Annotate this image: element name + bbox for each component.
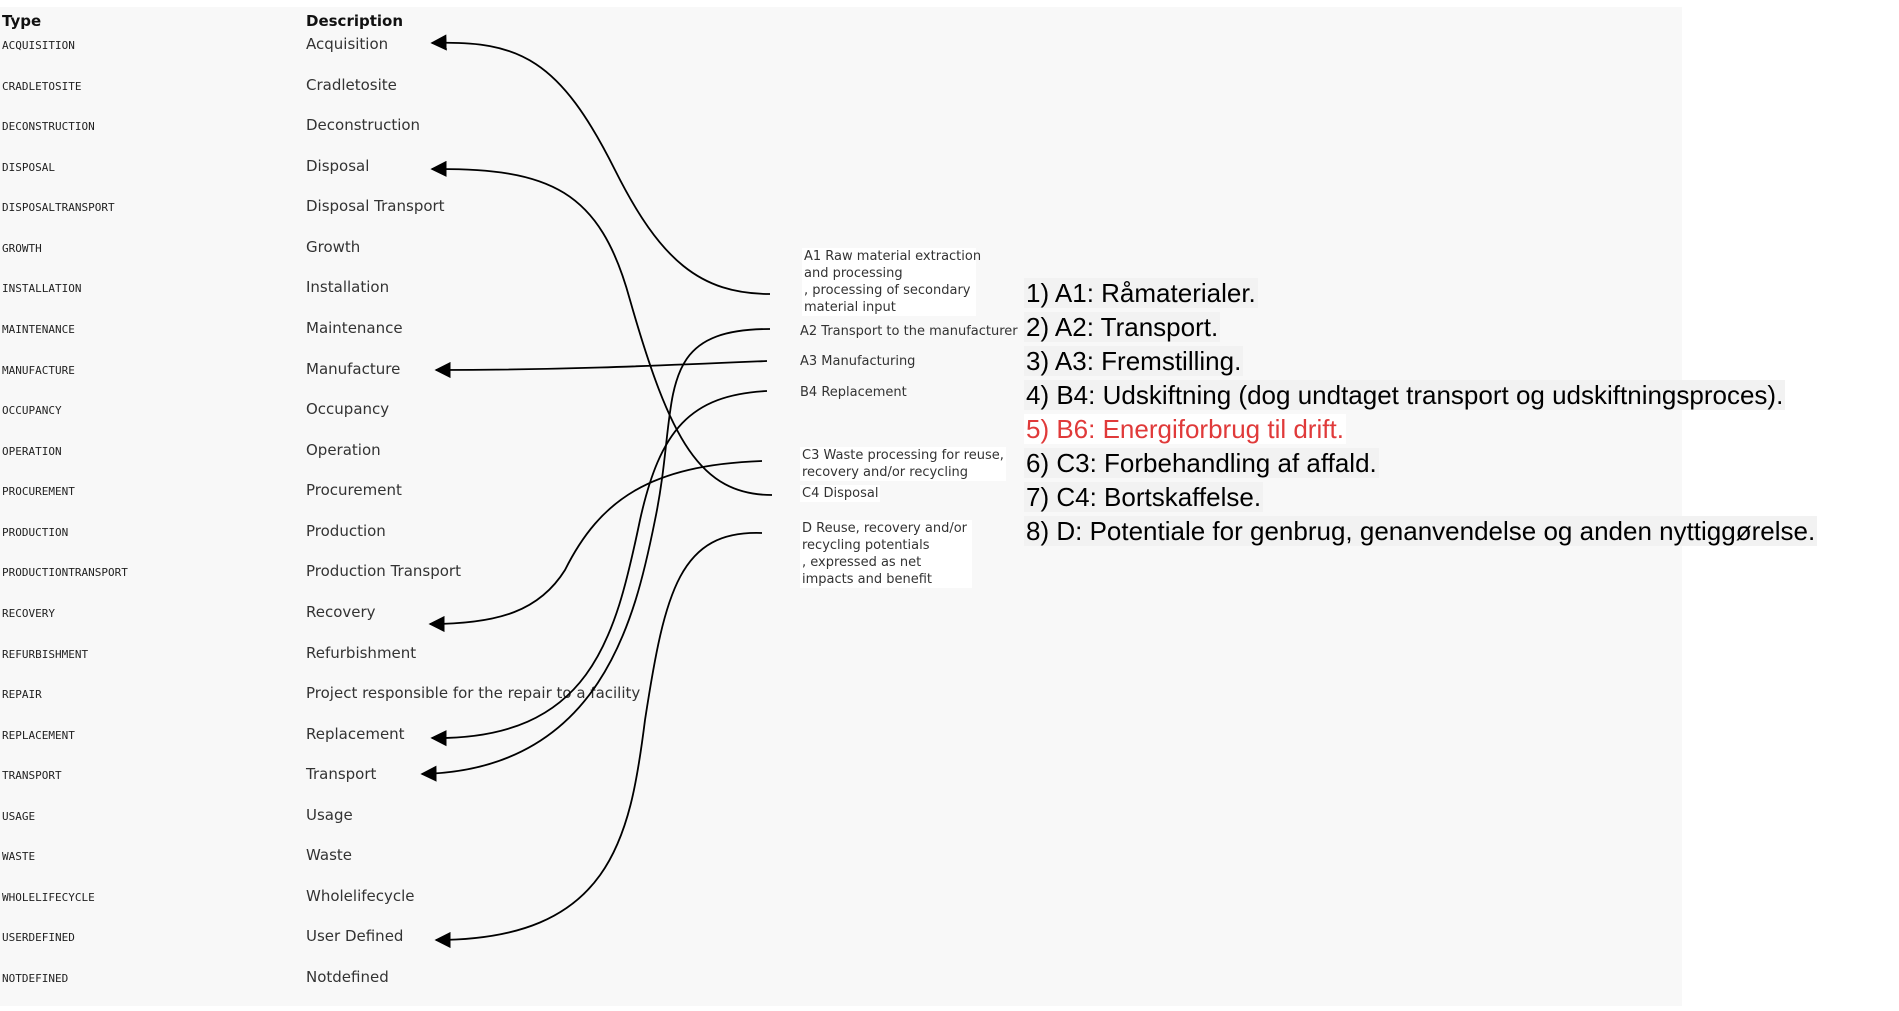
description-cell: Installation (306, 278, 390, 296)
stage-note-a3: A3 Manufacturing (800, 354, 916, 369)
description-cell: Recovery (306, 603, 376, 621)
description-cell: Refurbishment (306, 644, 417, 662)
type-cell: USERDEFINED (2, 931, 75, 944)
type-cell: PRODUCTIONTRANSPORT (2, 566, 128, 579)
arrow-c3-to-recovery (428, 460, 763, 633)
type-cell: PROCUREMENT (2, 485, 75, 498)
description-cell: Growth (306, 238, 361, 256)
type-cell: MAINTENANCE (2, 323, 75, 336)
type-cell: REFURBISHMENT (2, 648, 89, 661)
description-cell: User Defined (306, 927, 404, 945)
description-cell: Waste (306, 846, 352, 864)
list-item: 8) D: Potentiale for genbrug, genanvende… (1024, 516, 1818, 546)
description-cell: Replacement (306, 725, 405, 743)
stage-note-a1: A1 Raw material extraction and processin… (802, 248, 982, 316)
arrow-a1-to-acquisition (430, 34, 771, 295)
description-cell: Disposal Transport (306, 197, 445, 215)
type-cell: DISPOSAL (2, 161, 55, 174)
type-cell: NOTDEFINED (2, 972, 69, 985)
description-cell: Production (306, 522, 386, 540)
type-cell: DECONSTRUCTION (2, 120, 95, 133)
type-cell: MANUFACTURE (2, 364, 75, 377)
list-item: 4) B4: Udskiftning (dog undtaget transpo… (1024, 380, 1786, 410)
description-cell: Transport (306, 765, 377, 783)
arrow-a2-to-transport (420, 328, 771, 782)
description-cell: Usage (306, 806, 353, 824)
type-cell: TRANSPORT (2, 769, 62, 782)
table-panel (0, 7, 1682, 1006)
type-column-header: Type (2, 12, 42, 30)
list-item: 3) A3: Fremstilling. (1024, 346, 1244, 376)
type-cell: PRODUCTION (2, 526, 69, 539)
description-cell: Disposal (306, 157, 370, 175)
list-item-highlighted: 5) B6: Energiforbrug til drift. (1024, 414, 1346, 444)
type-cell: OCCUPANCY (2, 404, 62, 417)
arrow-c4-to-disposal (430, 160, 773, 496)
description-cell: Cradletosite (306, 76, 397, 94)
type-cell: WASTE (2, 850, 36, 863)
description-cell: Operation (306, 441, 381, 459)
description-cell: Production Transport (306, 562, 461, 580)
arrow-b4-to-replacement (430, 390, 768, 747)
description-cell: Wholelifecycle (306, 887, 415, 905)
stage-note-d: D Reuse, recovery and/or recycling poten… (800, 520, 972, 588)
description-cell: Notdefined (306, 968, 389, 986)
type-cell: OPERATION (2, 445, 62, 458)
description-cell: Maintenance (306, 319, 403, 337)
type-cell: GROWTH (2, 242, 42, 255)
type-cell: DISPOSALTRANSPORT (2, 201, 115, 214)
arrow-a3-to-manufacture (434, 360, 768, 379)
description-cell: Manufacture (306, 360, 401, 378)
stage-note-c4: C4 Disposal (800, 485, 881, 502)
type-cell: USAGE (2, 810, 36, 823)
description-cell: Acquisition (306, 35, 389, 53)
stage-note-a2: A2 Transport to the manufacturer (800, 324, 1018, 339)
arrow-d-to-userdefined (434, 532, 763, 949)
description-cell: Deconstruction (306, 116, 421, 134)
type-cell: WHOLELIFECYCLE (2, 891, 95, 904)
description-cell: Project responsible for the repair to a … (306, 684, 641, 702)
type-cell: CRADLETOSITE (2, 80, 82, 93)
description-cell: Occupancy (306, 400, 390, 418)
description-cell: Procurement (306, 481, 402, 499)
list-item: 2) A2: Transport. (1024, 312, 1221, 342)
type-cell: INSTALLATION (2, 282, 82, 295)
type-cell: REPAIR (2, 688, 42, 701)
list-item: 7) C4: Bortskaffelse. (1024, 482, 1264, 512)
list-item: 6) C3: Forbehandling af affald. (1024, 448, 1379, 478)
type-cell: RECOVERY (2, 607, 55, 620)
type-cell: ACQUISITION (2, 39, 75, 52)
stage-note-b4: B4 Replacement (800, 385, 907, 400)
stage-note-c3: C3 Waste processing for reuse, recovery … (800, 447, 1006, 481)
list-item: 1) A1: Råmaterialer. (1024, 278, 1258, 308)
type-cell: REPLACEMENT (2, 729, 75, 742)
description-column-header: Description (306, 12, 404, 30)
